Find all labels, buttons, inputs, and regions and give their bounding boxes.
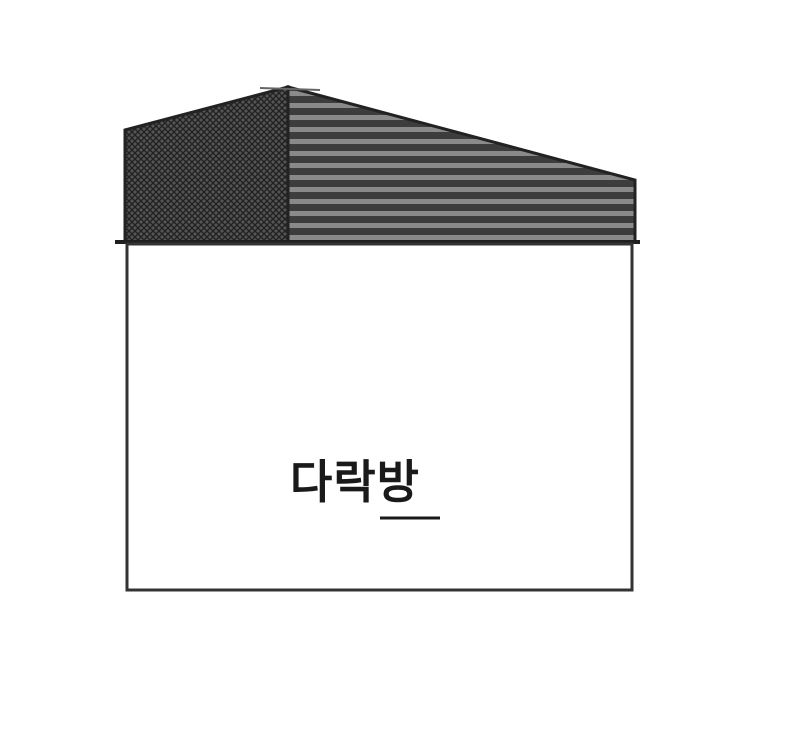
right-roof-section [286,85,637,244]
left-roof-section [123,85,290,244]
room-outline [125,242,634,592]
roof-peak-mark [259,87,321,91]
room-label: 다락방 [290,455,420,509]
